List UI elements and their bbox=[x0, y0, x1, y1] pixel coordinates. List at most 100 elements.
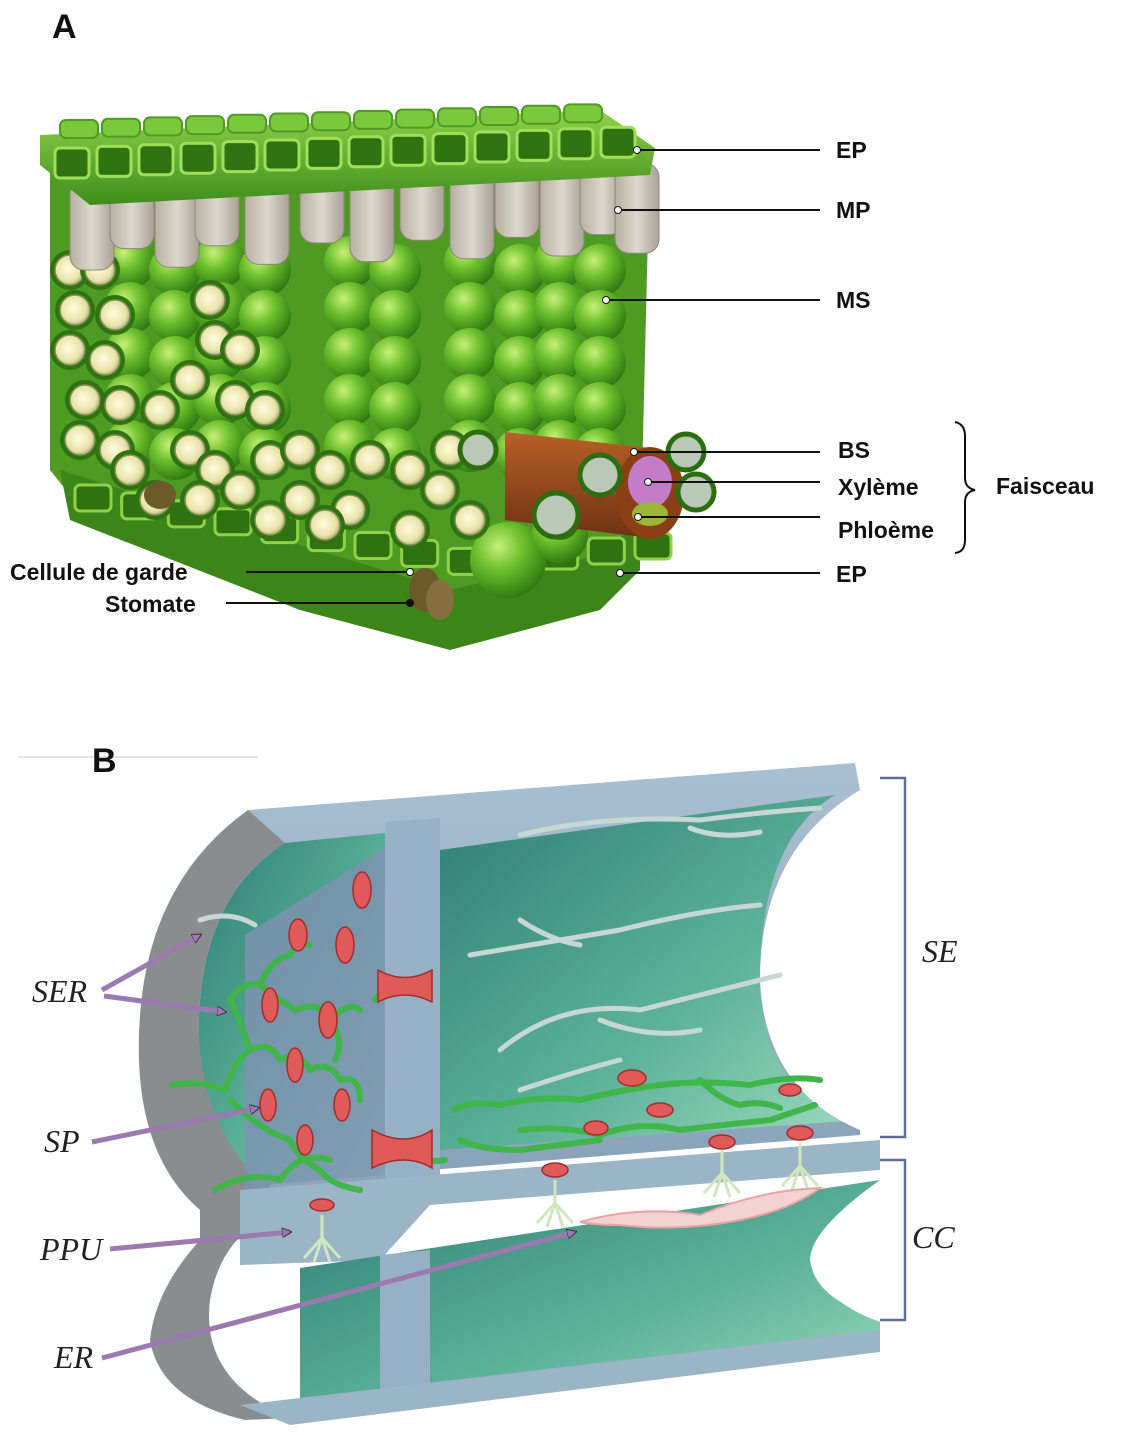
epidermis-cell bbox=[475, 132, 509, 162]
label-ep-top: EP bbox=[836, 137, 867, 163]
epidermis-cell-top bbox=[228, 115, 266, 133]
sieve-pore bbox=[287, 1048, 303, 1082]
bundle-sheath-cell bbox=[580, 455, 620, 495]
tube-cell bbox=[145, 395, 175, 425]
label-ppu: PPU bbox=[39, 1231, 104, 1267]
sieve-pore bbox=[334, 1089, 350, 1121]
epidermis-cell bbox=[433, 134, 467, 164]
dot bbox=[635, 514, 642, 521]
tube-cell bbox=[285, 485, 315, 515]
epidermis-cell bbox=[181, 143, 215, 173]
tube-cell bbox=[195, 285, 225, 315]
tube-cell bbox=[225, 475, 255, 505]
sieve-pore bbox=[336, 927, 354, 963]
sieve-pore bbox=[709, 1135, 735, 1149]
tube-cell bbox=[395, 515, 425, 545]
lower-epidermis-cell bbox=[75, 485, 111, 511]
spongy-cell bbox=[324, 374, 376, 426]
epidermis-cell bbox=[601, 127, 635, 157]
sieve-pore bbox=[353, 872, 371, 908]
spongy-cell bbox=[574, 290, 626, 342]
se-bracket bbox=[880, 778, 905, 1137]
tube-cell bbox=[115, 455, 145, 485]
dot bbox=[615, 207, 622, 214]
sieve-pore bbox=[618, 1070, 646, 1086]
panel-a-letter: A bbox=[52, 8, 77, 46]
label-sp: SP bbox=[44, 1123, 80, 1159]
bundle-sheath-cell bbox=[534, 493, 578, 537]
epidermis-cell bbox=[97, 146, 131, 176]
label-guard-cell: Cellule de garde bbox=[10, 559, 188, 585]
spongy-cell bbox=[324, 328, 376, 380]
label-stomate: Stomate bbox=[105, 591, 196, 617]
sieve-pore bbox=[297, 1125, 313, 1155]
epidermis-cell-top bbox=[270, 114, 308, 132]
spongy-cell bbox=[574, 382, 626, 434]
spongy-cell bbox=[574, 244, 626, 296]
epidermis-cell bbox=[265, 140, 299, 170]
lower-epidermis-cell bbox=[588, 538, 624, 564]
spongy-cell bbox=[324, 282, 376, 334]
sieve-pore bbox=[289, 919, 307, 951]
dot bbox=[603, 297, 610, 304]
tube-cell bbox=[185, 485, 215, 515]
dot bbox=[634, 147, 641, 154]
sieve-pore bbox=[319, 1002, 337, 1038]
spongy-cell bbox=[444, 282, 496, 334]
sieve-pore bbox=[542, 1163, 568, 1177]
tube-cell bbox=[425, 475, 455, 505]
label-ms: MS bbox=[836, 287, 871, 313]
label-bundle: Faisceau bbox=[996, 473, 1094, 499]
tube-cell bbox=[310, 510, 340, 540]
sieve-pore bbox=[584, 1121, 608, 1135]
spongy-cell bbox=[574, 336, 626, 388]
sieve-pore bbox=[260, 1089, 276, 1121]
epidermis-cell-top bbox=[144, 117, 182, 135]
label-mp: MP bbox=[836, 197, 871, 223]
guard-cell bbox=[144, 481, 176, 509]
tube-cell bbox=[65, 425, 95, 455]
tube-cell bbox=[175, 365, 205, 395]
tube-cell bbox=[60, 295, 90, 325]
tube-cell bbox=[70, 385, 100, 415]
guard-cell bbox=[426, 580, 454, 620]
epidermis-cell-top bbox=[564, 104, 602, 122]
epidermis-cell-top bbox=[396, 110, 434, 128]
epidermis-cell-top bbox=[312, 112, 350, 130]
label-er: ER bbox=[53, 1339, 94, 1375]
tube-cell bbox=[315, 455, 345, 485]
tube-cell bbox=[255, 505, 285, 535]
epidermis-cell bbox=[349, 137, 383, 167]
tube-cell bbox=[105, 390, 135, 420]
dot bbox=[407, 569, 414, 576]
tube-cell bbox=[55, 335, 85, 365]
lower-epidermis-cell bbox=[355, 533, 391, 559]
spongy-cell bbox=[369, 290, 421, 342]
dot bbox=[645, 479, 652, 486]
tube-cell bbox=[100, 300, 130, 330]
label-phloem: Phloème bbox=[838, 517, 934, 543]
epidermis-cell-top bbox=[438, 108, 476, 126]
tube-cell bbox=[90, 345, 120, 375]
epidermis-cell bbox=[307, 138, 341, 168]
palisade-cell bbox=[615, 163, 659, 253]
epidermis-cell-top bbox=[522, 106, 560, 124]
tube-cell bbox=[285, 435, 315, 465]
tube-cell bbox=[455, 505, 485, 535]
epidermis-cell bbox=[55, 148, 89, 178]
tube-cell bbox=[355, 445, 385, 475]
panel-b-letter: B bbox=[92, 742, 117, 780]
bundle-brace bbox=[955, 422, 975, 553]
epidermis-cell bbox=[139, 145, 173, 175]
spongy-cell bbox=[369, 382, 421, 434]
epidermis-cell bbox=[223, 142, 257, 172]
sieve-pore bbox=[647, 1103, 673, 1117]
epidermis-cell bbox=[517, 130, 551, 160]
epidermis-cell-top bbox=[480, 107, 518, 125]
spongy-cell bbox=[444, 374, 496, 426]
epidermis-cell-top bbox=[354, 111, 392, 129]
sieve-pore bbox=[787, 1126, 813, 1140]
sieve-tube-illustration bbox=[139, 763, 880, 1425]
tube-cell bbox=[225, 335, 255, 365]
